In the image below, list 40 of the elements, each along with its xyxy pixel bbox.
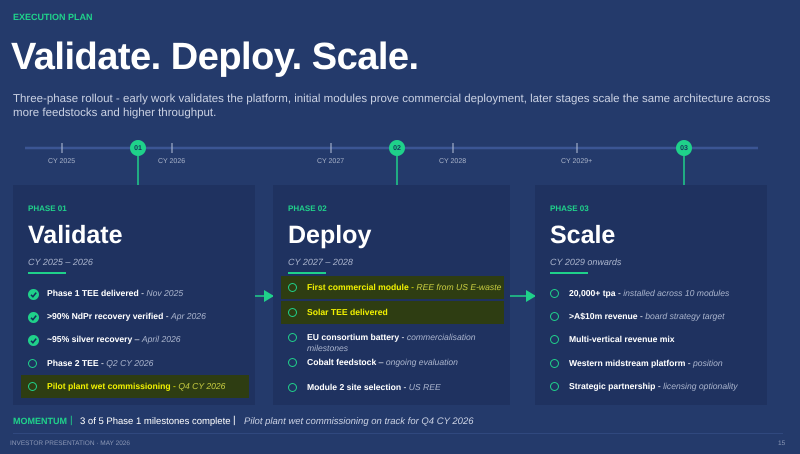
milestone-text: Western midstream platform - position [569, 358, 724, 369]
date-range: CY 2027 – 2028 [288, 257, 353, 267]
section-heading: EXECUTION PLAN [13, 12, 93, 22]
phase-title: Scale [550, 221, 616, 250]
milestone-text: ~95% silver recovery – April 2026 [47, 334, 182, 345]
milestone-text: Phase 2 TEE - Q2 CY 2026 [47, 358, 154, 369]
date-range: CY 2025 – 2026 [28, 257, 93, 267]
connector-line [137, 156, 139, 185]
milestone-text: EU consortium battery - commercialisation milestones [307, 332, 477, 354]
milestone-text: 20,000+ tpa - installed across 10 modules [569, 288, 730, 299]
milestone-text: Multi-vertical revenue mix [569, 334, 676, 345]
phase-title: Deploy [288, 221, 372, 250]
phase-card [13, 185, 255, 405]
subtitle-text: Three-phase rollout - early work validates the platform, initial modules prove commercial deployment, later stages scale the same architecture across more feedstocks and higher throughput. [13, 92, 772, 120]
phase-label: PHASE 02 [288, 204, 327, 213]
milestone-text: Module 2 site selection - US REE [307, 382, 442, 393]
separator-text: | [233, 415, 236, 426]
date-range: CY 2029 onwards [550, 257, 622, 267]
phase-card [273, 185, 510, 405]
milestone-text: >A$10m revenue - board strategy target [569, 311, 726, 322]
connector-line [683, 156, 685, 185]
page-title: Validate. Deploy. Scale. [11, 36, 419, 79]
phase-label: PHASE 03 [550, 204, 589, 213]
milestone-text: Phase 1 TEE delivered - Nov 2025 [47, 288, 184, 299]
note-text: Pilot plant wet commissioning on track for Q4 CY 2026 [244, 416, 474, 427]
milestone-text: Strategic partnership - licensing optionality [569, 381, 739, 392]
arrow [255, 290, 274, 302]
phase-card [535, 185, 767, 405]
milestone-text: Pilot plant wet commissioning - Q4 CY 2026 [47, 381, 226, 392]
arrow [510, 290, 536, 302]
connector-line [396, 156, 398, 185]
milestone-text: Cobalt feedstock – ongoing evaluation [307, 357, 459, 368]
milestone-text: Solar TEE delivered [307, 307, 389, 318]
milestone-text: First commercial module - REE from US E-waste [307, 282, 502, 293]
phase-label: PHASE 01 [28, 204, 67, 213]
status-text: 3 of 5 Phase 1 milestones complete [80, 416, 231, 427]
momentum-label: MOMENTUM [13, 416, 67, 426]
milestone-text: >90% NdPr recovery verified - Apr 2026 [47, 311, 207, 322]
phase-title: Validate [28, 221, 122, 250]
separator-text: | [70, 415, 73, 426]
